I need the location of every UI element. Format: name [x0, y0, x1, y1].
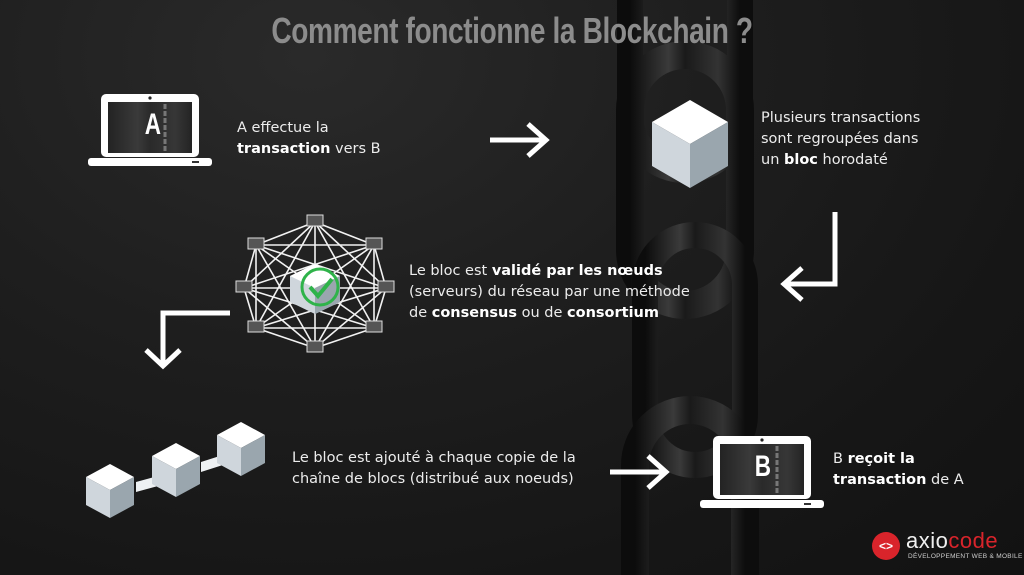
arrow-right-icon	[490, 122, 550, 158]
step-1-text: A effectue la transaction vers B	[237, 120, 381, 157]
laptop-a-icon: A	[86, 92, 214, 172]
cube-icon	[652, 100, 728, 188]
step-4-text: Le bloc est ajouté à chaque copie de la …	[292, 450, 576, 487]
step-5-text: B reçoit la transaction de A	[833, 451, 964, 488]
network-validation-icon	[235, 214, 395, 353]
laptop-screen-letter: B	[754, 450, 771, 483]
logo-tagline: DÉVELOPPEMENT WEB & MOBILE	[908, 553, 1023, 560]
arrow-left-down-icon	[144, 310, 230, 370]
step-3-text: Le bloc est validé par les nœuds (serveu…	[409, 263, 690, 321]
laptop-b-icon: B	[698, 434, 826, 514]
logo-name: axiocode	[906, 528, 999, 553]
code-brackets-icon: <>	[872, 532, 900, 560]
block-chain-cubes-icon	[86, 422, 265, 518]
page-title: Comment fonctionne la Blockchain ?	[271, 10, 753, 51]
arrow-right-icon	[610, 454, 670, 490]
laptop-screen-letter: A	[144, 108, 161, 141]
arrow-down-left-icon	[780, 212, 838, 302]
step-2-text: Plusieurs transactions sont regroupées d…	[761, 110, 921, 168]
